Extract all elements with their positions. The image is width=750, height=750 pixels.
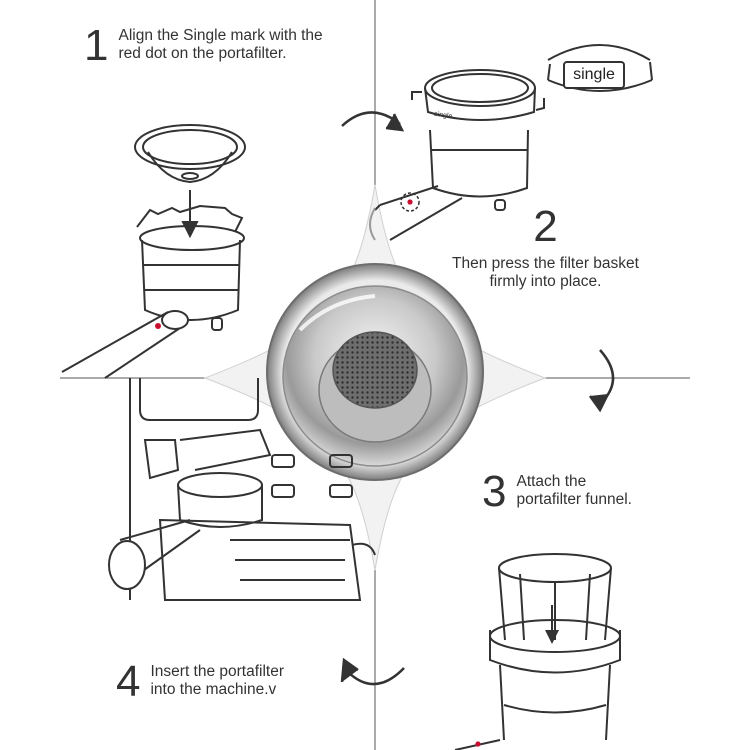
instruction-line: red dot on the portafilter. (118, 45, 287, 62)
step1-illustration (61, 124, 246, 379)
red-dot-icon (400, 192, 420, 212)
red-dot-icon (407, 199, 413, 205)
step-number: 3 (482, 467, 507, 516)
filter-basket-photo (266, 263, 484, 481)
step4-illustration (108, 378, 376, 601)
step-instruction: Then press the filter basket firmly into… (452, 255, 639, 291)
step-instruction: Insert the portafilter into the machine.… (150, 663, 284, 699)
step3-illustration (454, 553, 621, 750)
step-4: 4 Insert the portafilter into the machin… (116, 660, 284, 704)
instruction-line: into the machine.v (150, 681, 277, 698)
instruction-line: firmly into place. (489, 273, 602, 290)
step-3: 3 Attach the portafilter funnel. (482, 470, 632, 514)
instruction-line: Align the Single mark with the (118, 27, 323, 44)
step-1: 1 Align the Single mark with the red dot… (84, 24, 323, 68)
step-number: 2 (533, 202, 558, 251)
single-callout-label: single (563, 61, 625, 89)
step-2: 2 Then press the filter basket firmly in… (452, 205, 639, 291)
red-dot-icon (475, 741, 481, 747)
step-number: 4 (116, 657, 141, 706)
step2-illustration (369, 44, 653, 241)
instruction-line: portafilter funnel. (516, 491, 632, 508)
curved-arrow-icon (340, 657, 405, 686)
curved-arrow-icon (341, 111, 405, 132)
instruction-line: Then press the filter basket (452, 255, 639, 272)
step-instruction: Attach the portafilter funnel. (516, 473, 631, 509)
step-number: 1 (84, 21, 109, 70)
curved-arrow-icon (588, 349, 615, 413)
down-arrow-icon (545, 605, 559, 644)
step-instruction: Align the Single mark with the red dot o… (118, 27, 322, 63)
instruction-line: Insert the portafilter (150, 663, 285, 680)
red-dot-icon (155, 323, 161, 329)
instruction-line: Attach the (516, 473, 587, 490)
